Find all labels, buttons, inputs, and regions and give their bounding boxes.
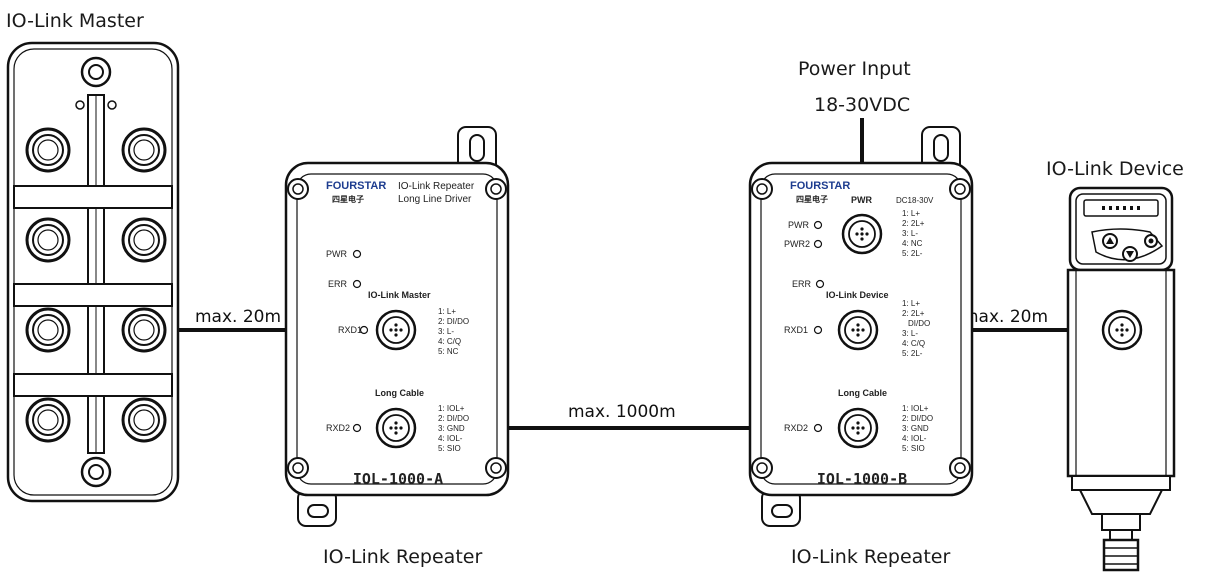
repeater-a-port1-pins: 1: L+ 2: DI/DO 3: L- 4: C/Q 5: NC xyxy=(438,307,469,356)
pin-label: 3: L- xyxy=(902,329,918,338)
repeater-b-led-rxd2 xyxy=(813,423,823,433)
io-link-master xyxy=(6,41,180,503)
pin-label: 4: NC xyxy=(902,239,923,248)
repeater-b-brand: FOURSTAR xyxy=(790,180,850,192)
pin-label: 3: GND xyxy=(902,424,929,433)
pin-label: 3: L- xyxy=(902,229,918,238)
repeater-b-led-err xyxy=(815,279,825,289)
repeater-b-caption: IO-Link Repeater xyxy=(791,546,951,568)
repeater-a-port1-connector xyxy=(375,309,417,351)
repeater-b-port1-label: IO-Link Device xyxy=(826,290,889,300)
repeater-a-brand-cn: 四星电子 xyxy=(332,194,364,204)
repeater-a-port2-pins: 1: IOL+ 2: DI/DO 3: GND 4: IOL- 5: SIO xyxy=(438,404,469,453)
pin-label: 3: GND xyxy=(438,424,465,433)
repeater-b-led-err-label: ERR xyxy=(792,279,812,289)
pin-label: DI/DO xyxy=(908,319,930,328)
repeater-a-port1-label: IO-Link Master xyxy=(368,290,431,300)
repeater-a-title-1: IO-Link Repeater xyxy=(398,181,475,192)
io-link-device xyxy=(1066,186,1176,572)
repeater-b-led-pwr-label: PWR xyxy=(788,220,809,230)
pin-label: 1: L+ xyxy=(902,299,920,308)
pin-label: 1: IOL+ xyxy=(438,404,465,413)
pin-label: 2: DI/DO xyxy=(902,414,933,423)
repeater-b-model: IOL-1000-B xyxy=(817,470,907,488)
repeater-a-led-err xyxy=(352,279,362,289)
repeater-b-port1-connector xyxy=(837,309,879,351)
cable-length-master-to-a: max. 20m xyxy=(195,307,282,327)
pin-label: 1: L+ xyxy=(902,209,920,218)
repeater-b-port2-label: Long Cable xyxy=(838,388,887,398)
pin-label: 5: SIO xyxy=(438,444,461,453)
repeater-b-led-pwr2-label: PWR2 xyxy=(784,239,810,249)
pin-label: 5: 2L- xyxy=(902,349,923,358)
repeater-b: FOURSTAR 四星电子 PWR DC18-30V 1: L+ 2: 2L+ … xyxy=(748,126,974,527)
cable-length-b-to-device: max. 20m xyxy=(962,307,1049,327)
repeater-a: FOURSTAR 四星电子 IO-Link Repeater Long Line… xyxy=(284,126,510,527)
repeater-b-pwr-pins: 1: L+ 2: 2L+ 3: L- 4: NC 5: 2L- xyxy=(902,209,925,258)
pin-label: 3: L- xyxy=(438,327,454,336)
repeater-a-title-2: Long Line Driver xyxy=(398,194,472,205)
pin-label: 1: L+ xyxy=(438,307,456,316)
pin-label: 5: NC xyxy=(438,347,459,356)
repeater-a-led-rxd2 xyxy=(352,423,362,433)
repeater-a-led-rxd1-label: RXD1 xyxy=(338,325,362,335)
power-input-label: Power Input xyxy=(798,58,911,80)
power-input-voltage: 18-30VDC xyxy=(814,94,911,116)
repeater-b-led-rxd1-label: RXD1 xyxy=(784,325,808,335)
cable-length-a-to-b: max. 1000m xyxy=(568,402,676,422)
pin-label: 2: 2L+ xyxy=(902,309,925,318)
repeater-b-led-pwr xyxy=(813,220,823,230)
pin-label: 4: IOL- xyxy=(438,434,463,443)
repeater-b-port2-connector xyxy=(837,407,879,449)
repeater-b-brand-cn: 四星电子 xyxy=(796,194,828,204)
repeater-b-led-pwr2 xyxy=(813,239,823,249)
repeater-b-pwr-connector xyxy=(841,213,883,255)
repeater-b-port1-pins: 1: L+ 2: 2L+ DI/DO 3: L- 4: C/Q 5: 2L- xyxy=(902,299,930,358)
pin-label: 4: C/Q xyxy=(438,337,461,346)
repeater-a-brand: FOURSTAR xyxy=(326,180,386,192)
repeater-b-port2-pins: 1: IOL+ 2: DI/DO 3: GND 4: IOL- 5: SIO xyxy=(902,404,933,453)
pin-label: 2: DI/DO xyxy=(438,317,469,326)
repeater-a-caption: IO-Link Repeater xyxy=(323,546,483,568)
repeater-a-model: IOL-1000-A xyxy=(353,470,443,488)
repeater-b-led-rxd2-label: RXD2 xyxy=(784,423,808,433)
pin-label: 2: DI/DO xyxy=(438,414,469,423)
repeater-a-port2-connector xyxy=(375,407,417,449)
repeater-a-led-pwr xyxy=(352,249,362,259)
pin-label: 5: SIO xyxy=(902,444,925,453)
pin-label: 4: IOL- xyxy=(902,434,927,443)
repeater-a-led-rxd2-label: RXD2 xyxy=(326,423,350,433)
repeater-a-port2-label: Long Cable xyxy=(375,388,424,398)
master-caption: IO-Link Master xyxy=(6,10,144,32)
pin-label: 4: C/Q xyxy=(902,339,925,348)
repeater-b-pwr-port-label: PWR xyxy=(851,195,872,205)
device-caption: IO-Link Device xyxy=(1046,158,1184,180)
repeater-a-led-err-label: ERR xyxy=(328,279,348,289)
device-connector xyxy=(1101,309,1143,351)
pin-label: 2: 2L+ xyxy=(902,219,925,228)
repeater-b-dc-label: DC18-30V xyxy=(896,196,934,205)
pin-label: 1: IOL+ xyxy=(902,404,929,413)
repeater-b-led-rxd1 xyxy=(813,325,823,335)
pin-label: 5: 2L- xyxy=(902,249,923,258)
repeater-a-led-pwr-label: PWR xyxy=(326,249,347,259)
repeater-a-led-rxd1 xyxy=(359,325,369,335)
